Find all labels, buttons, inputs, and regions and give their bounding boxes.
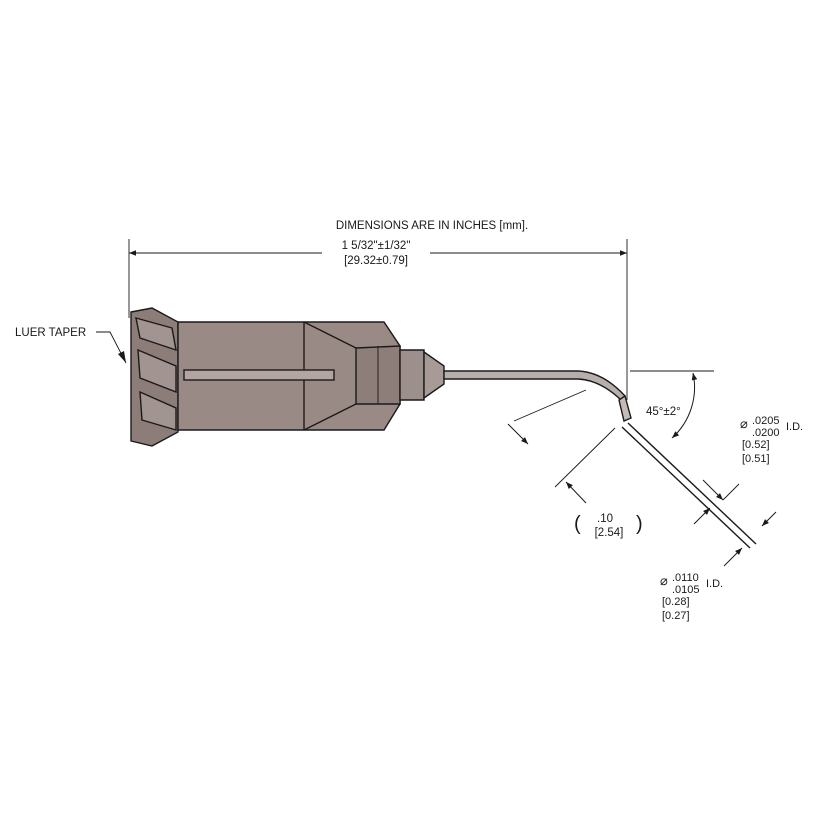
od-min-mm: [0.51] [742, 453, 770, 465]
od-min-inches: .0200 [752, 427, 780, 439]
overall-length-inches: 1 5/32"±1/32" [342, 240, 411, 252]
hub-taper-line-top [303, 321, 357, 349]
od-max-mm: [0.52] [742, 439, 770, 451]
luer-leader-line [96, 331, 127, 364]
hub-taper-line-bottom [303, 403, 357, 431]
overall-length-mm: [29.32±0.79] [344, 255, 408, 267]
cannula-tip-line-1 [627, 422, 757, 545]
id-diameter-symbol: ⌀ [660, 573, 668, 588]
luer-taper-label: LUER TAPER [15, 327, 86, 339]
od-leader [722, 483, 740, 501]
cannula-straight [443, 370, 626, 401]
bend-length-mm: [2.54] [595, 527, 624, 539]
hub-tip-cone [423, 350, 445, 400]
od-arrow-bottom [693, 507, 711, 525]
needle-hub [130, 307, 445, 447]
luer-thread-3 [139, 390, 177, 431]
cannula-tip-line-2 [621, 426, 751, 549]
bend-dim-arrow-1 [507, 423, 529, 445]
angle-arc [671, 372, 698, 439]
id-min-mm: [0.27] [662, 610, 690, 622]
bend-angle-label: 45°±2° [646, 406, 681, 418]
dimensions-note: DIMENSIONS ARE IN INCHES [mm]. [336, 220, 528, 232]
id-arrow-top [761, 511, 777, 527]
bend-ext-line-2 [554, 427, 616, 488]
id-arrow-bottom [723, 547, 743, 567]
bend-dim-arrow-2 [565, 481, 587, 504]
id-suffix: I.D. [706, 578, 723, 590]
id-min-inches: .0105 [672, 584, 700, 596]
luer-thread-1 [135, 317, 177, 352]
luer-thread-2 [137, 348, 177, 394]
cannula-bend [618, 394, 632, 422]
od-max-inches: .0205 [752, 415, 780, 427]
od-suffix: I.D. [786, 421, 803, 433]
hub-nose [399, 349, 425, 401]
bend-length-inches: .10 [597, 513, 613, 525]
luer-leader-arrow [118, 351, 126, 363]
hub-rib [183, 369, 335, 381]
od-arrow-top [702, 479, 724, 501]
bend-paren-left: ( [574, 513, 581, 535]
od-diameter-symbol: ⌀ [740, 416, 748, 431]
bend-paren-right: ) [636, 513, 643, 535]
bend-ext-line-1 [513, 389, 587, 422]
id-max-inches: .0110 [672, 572, 699, 584]
id-max-mm: [0.28] [662, 596, 690, 608]
